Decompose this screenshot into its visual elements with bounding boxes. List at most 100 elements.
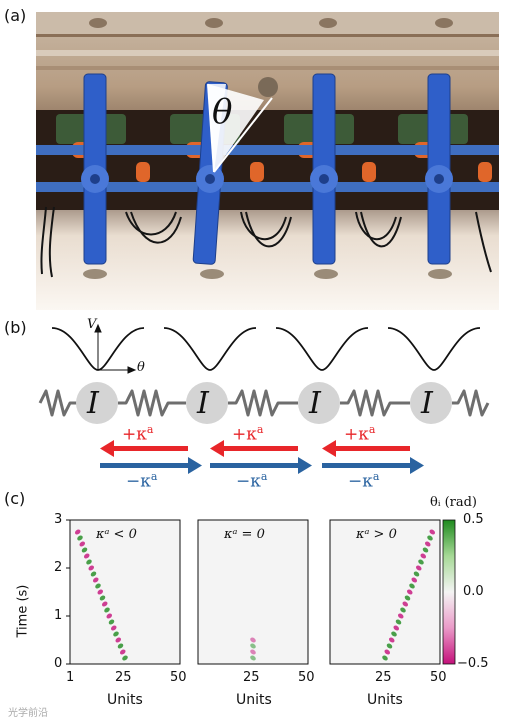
wave-mark: [101, 601, 108, 607]
ylabel: Time (s): [15, 584, 31, 638]
wave-mark: [382, 655, 388, 661]
spring: [118, 389, 186, 417]
x-tick: 50: [430, 670, 447, 685]
plus-kappa-label: +κa: [232, 423, 264, 445]
y-tick-0: 0: [54, 656, 63, 671]
wave-mark: [90, 571, 97, 577]
wave-mark: [429, 529, 436, 535]
wave-mark: [115, 637, 122, 643]
panel-label-c: (c): [4, 489, 26, 508]
x-tick: 50: [298, 670, 315, 685]
plus-kappa-label: +κa: [344, 423, 376, 445]
wave-mark: [415, 565, 422, 571]
x-tick: 25: [243, 670, 260, 685]
wave-mark: [92, 577, 99, 583]
x-tick: 25: [375, 670, 392, 685]
heatmap-panels: [66, 519, 456, 665]
wave-mark: [384, 649, 391, 655]
x-tick: 1: [66, 670, 75, 685]
mass-label: I: [309, 386, 321, 421]
wave-mark: [413, 571, 420, 577]
subplot-title: κᵃ < 0: [96, 527, 137, 542]
wave-mark: [86, 559, 92, 565]
wave-mark: [395, 619, 402, 625]
panel-label-b: (b): [4, 318, 27, 337]
lattice-photo: [36, 12, 499, 310]
potential-curve: [387, 327, 481, 371]
xlabel: Units: [367, 692, 403, 708]
y-tick-2: 2: [54, 560, 63, 575]
mass: [410, 382, 452, 424]
plus-kappa-label: +κa: [122, 423, 154, 445]
colorbar: [442, 519, 456, 665]
spring: [228, 389, 298, 417]
minus-kappa-label: −κa: [126, 470, 158, 492]
x-tick: 25: [115, 670, 132, 685]
wave-mark: [411, 577, 418, 583]
spring: [340, 389, 410, 417]
wave-mark: [424, 541, 431, 547]
wave-mark: [250, 637, 256, 643]
mass: [76, 382, 118, 424]
wave-mark: [99, 595, 106, 601]
spring: [452, 389, 490, 417]
wave-mark: [122, 655, 128, 661]
wave-mark: [79, 541, 86, 547]
wave-mark: [393, 625, 400, 631]
wave-mark: [77, 535, 83, 541]
wave-mark: [388, 637, 395, 643]
subplot-frame: [69, 519, 181, 665]
wave-mark: [106, 613, 113, 619]
wave-mark: [108, 619, 115, 625]
wave-mark: [250, 655, 256, 661]
mass: [298, 382, 340, 424]
wave-mark: [422, 547, 429, 553]
colorbar-title: θᵢ (rad): [430, 495, 478, 510]
wave-mark: [119, 649, 126, 655]
wave-mark: [88, 565, 95, 571]
wave-mark: [386, 643, 393, 649]
xlabel: Units: [107, 692, 143, 708]
wave-mark: [250, 649, 256, 655]
wave-mark: [81, 547, 88, 553]
mass-label: I: [421, 386, 433, 421]
pendulum-chain-diagram: [38, 323, 490, 474]
potential-curve: [275, 327, 369, 371]
wave-mark: [110, 625, 117, 631]
minus-kappa-label: −κa: [236, 470, 268, 492]
y-tick-1: 1: [54, 608, 63, 623]
subplot-title: κᵃ > 0: [356, 527, 397, 542]
spring: [38, 389, 78, 417]
wave-mark: [397, 613, 404, 619]
theta-label-photo: θ: [212, 92, 233, 132]
wave-mark: [97, 589, 104, 595]
colorbar-tick: 0.0: [463, 584, 484, 599]
wave-mark: [117, 643, 124, 649]
wave-mark: [95, 583, 101, 589]
mass-label: I: [87, 386, 99, 421]
subplot-title: κᵃ = 0: [224, 527, 265, 542]
y-tick-3: 3: [54, 512, 63, 527]
axis-V-label: V: [87, 317, 97, 332]
colorbar-tick: −0.5: [457, 656, 489, 671]
wave-mark: [409, 583, 415, 589]
wave-mark: [250, 643, 256, 649]
wave-mark: [400, 607, 406, 613]
wave-mark: [406, 589, 413, 595]
xlabel: Units: [236, 692, 272, 708]
wave-mark: [404, 595, 411, 601]
potential-curve: [163, 327, 257, 371]
mass-label: I: [197, 386, 209, 421]
watermark: 光学前沿: [8, 708, 48, 719]
wave-mark: [391, 631, 397, 637]
wave-mark: [420, 553, 427, 559]
axis-theta-label: θ: [137, 360, 145, 375]
wave-mark: [74, 529, 81, 535]
wave-mark: [83, 553, 90, 559]
colorbar-tick: 0.5: [463, 512, 484, 527]
wave-mark: [427, 535, 433, 541]
subplot-frame: [329, 519, 441, 665]
x-tick: 50: [170, 670, 187, 685]
minus-kappa-label: −κa: [348, 470, 380, 492]
wave-mark: [418, 559, 424, 565]
